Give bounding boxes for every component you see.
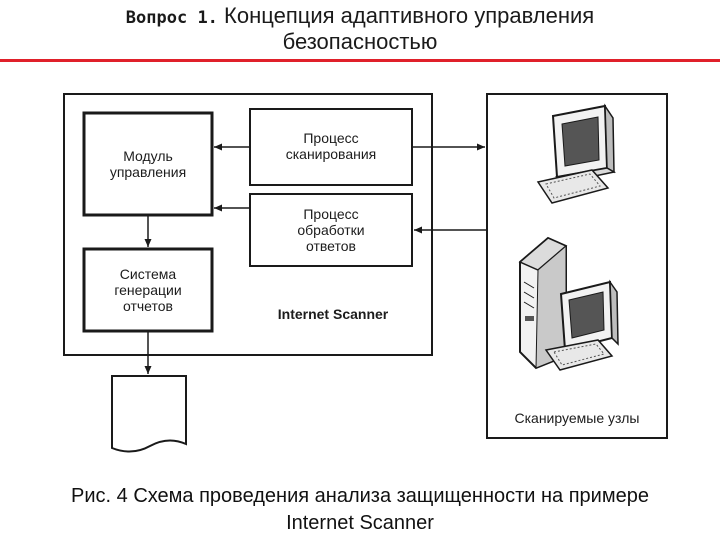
response-process-label-line-3: ответов: [306, 238, 356, 254]
report-system-label: Система генерации отчетов: [84, 266, 212, 314]
scanned-nodes-label: Сканируемые узлы: [514, 410, 640, 426]
title-line-2: безопасностью: [282, 29, 438, 54]
scan-process-label-line-2: сканирования: [285, 146, 377, 162]
workstation-icon: [536, 103, 617, 204]
slide-title: Вопрос 1. Концепция адаптивного управлен…: [0, 4, 720, 53]
caption-line-1: Рис. 4 Схема проведения анализа защищенн…: [71, 485, 649, 507]
keyboard-icon: [536, 169, 610, 204]
server-tower-icon: [518, 236, 568, 370]
monitor-icon: [544, 279, 619, 371]
report-system-box: [82, 247, 214, 333]
response-process-label-line-1: Процесс: [303, 206, 359, 222]
report-system-label-line-2: генерации: [114, 282, 182, 298]
module-control-label-line-1: Модуль: [123, 148, 173, 164]
title-line-1: Концепция адаптивного управления: [224, 3, 595, 28]
module-control-label-line-2: управления: [109, 164, 187, 180]
internet-scanner-label: Internet Scanner: [277, 306, 389, 322]
title-underline: [0, 59, 720, 62]
figure-caption: Рис. 4 Схема проведения анализа защищенн…: [0, 483, 720, 537]
caption-line-2: Internet Scanner: [286, 512, 434, 534]
scan-process-label-line-1: Процесс: [303, 130, 359, 146]
response-process-box: [249, 193, 413, 267]
module-control-label: Модуль управления: [84, 148, 212, 180]
report-system-label-line-3: отчетов: [123, 298, 173, 314]
question-prefix: Вопрос 1.: [125, 8, 218, 28]
scan-process-label: Процесс сканирования: [250, 130, 412, 162]
response-process-label: Процесс обработки ответов: [250, 206, 412, 254]
report-system-label-line-1: Система: [119, 266, 177, 282]
response-process-label-line-2: обработки: [297, 222, 365, 238]
report-document-icon: [111, 375, 187, 453]
